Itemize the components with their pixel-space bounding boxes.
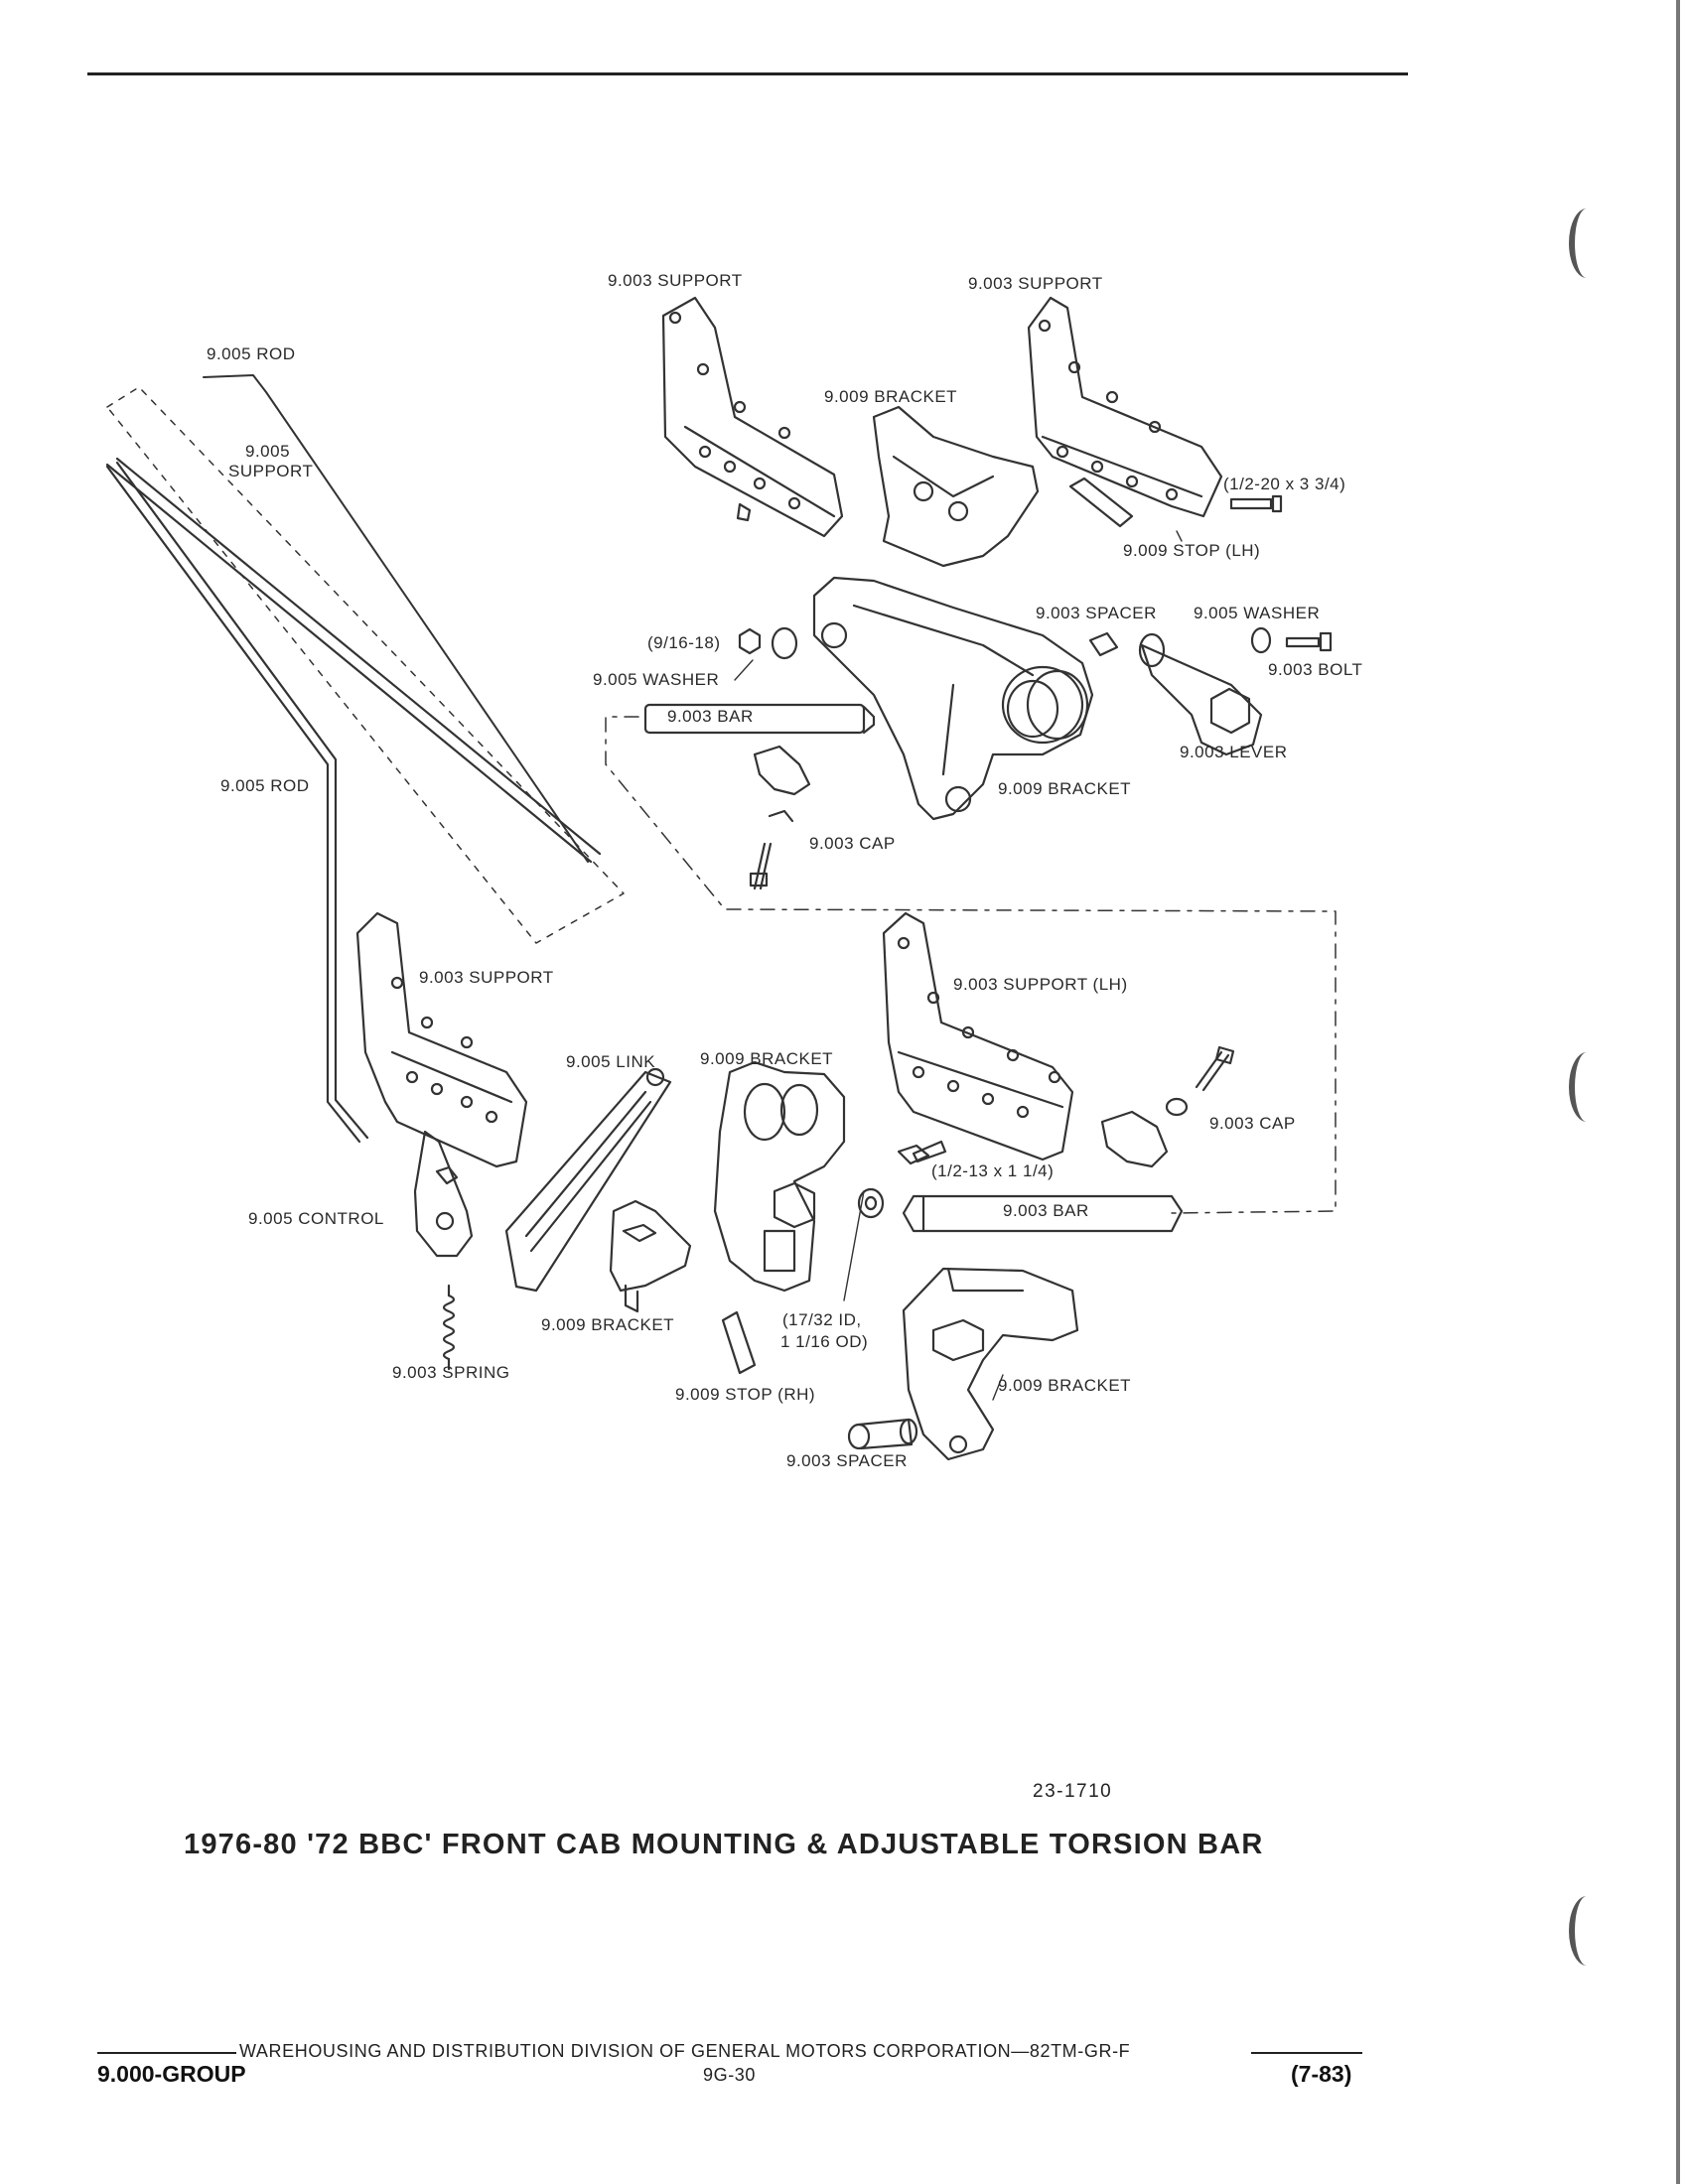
label-lever: 9.003 LEVER (1180, 743, 1288, 761)
label-washer-top: 9.005 WASHER (1194, 604, 1321, 622)
support-plate-lh (882, 911, 1074, 1161)
label-nut-size: (9/16-18) (647, 633, 721, 652)
label-spacer-top: 9.003 SPACER (1036, 604, 1157, 622)
label-bolt-size-top: (1/2-20 x 3 3/4) (1223, 475, 1346, 493)
link (504, 1067, 672, 1293)
bolt-top-right (1229, 494, 1283, 513)
washer-lower (857, 1187, 885, 1219)
page-title: 1976-80 '72 BBC' FRONT CAB MOUNTING & AD… (184, 1829, 1264, 1860)
bracket-small (609, 1199, 692, 1313)
label-bar-top: 9.003 BAR (667, 707, 754, 726)
label-link: 9.005 LINK (566, 1052, 656, 1071)
label-spacer-bottom: 9.003 SPACER (786, 1451, 908, 1470)
label-control: 9.005 CONTROL (248, 1209, 384, 1228)
torsion-bar-top (643, 703, 876, 735)
nut-washer-top (738, 626, 798, 660)
figure-number: 23-1710 (1033, 1781, 1113, 1802)
label-support-top-right: 9.003 SUPPORT (968, 274, 1103, 293)
label-rod-top: 9.005 ROD (207, 344, 296, 363)
label-bracket-top: 9.009 BRACKET (824, 387, 958, 406)
footer-division: WAREHOUSING AND DISTRIBUTION DIVISION OF… (239, 2041, 1131, 2061)
label-spring: 9.003 SPRING (392, 1363, 510, 1382)
stop-rh (721, 1310, 757, 1375)
spacer-bottom (847, 1418, 918, 1450)
label-bracket-mid: 9.009 BRACKET (998, 779, 1132, 798)
support-plate-mid-left (355, 911, 528, 1168)
label-cap-top: 9.003 CAP (809, 834, 896, 853)
label-washer-size: (17/32 ID, (782, 1310, 862, 1329)
label-bracket-bottom: 9.009 BRACKET (998, 1376, 1132, 1395)
torsion-bar-lower (902, 1194, 1184, 1233)
stop-lh (1068, 477, 1134, 528)
label-bolt: 9.003 BOLT (1268, 660, 1363, 679)
label-washer-left: 9.005 WASHER (593, 670, 720, 689)
footer-date: (7-83) (1291, 2061, 1352, 2087)
bolt-lower (897, 1140, 947, 1165)
bracket-bottom (902, 1267, 1079, 1461)
label-rod-left: 9.005 ROD (220, 776, 310, 795)
label-bolt-size-lower: (1/2-13 x 1 1/4) (931, 1161, 1055, 1180)
binder-ring-bottom (1569, 1896, 1605, 1966)
header-rule (87, 72, 1408, 75)
torsion-rod-long (105, 374, 602, 864)
control-rod (105, 461, 369, 1144)
label-support-005-b: SUPPORT (228, 462, 314, 480)
label-support-lh: 9.003 SUPPORT (LH) (953, 975, 1128, 994)
support-plate-top-right (1027, 296, 1223, 518)
label-support-mid: 9.003 SUPPORT (419, 968, 554, 987)
lever-right (1140, 643, 1263, 756)
label-support-top-left: 9.003 SUPPORT (608, 271, 743, 290)
bracket-lower (713, 1060, 846, 1293)
binder-ring-top (1569, 208, 1605, 278)
label-stop-rh: 9.009 STOP (RH) (675, 1385, 816, 1404)
bracket-top (872, 405, 1040, 568)
footer-rule-right (1251, 2052, 1362, 2054)
dashed-leader-main (605, 716, 1337, 1214)
footer-rule-left (97, 2052, 236, 2054)
control-arm (413, 1130, 474, 1258)
label-stop-lh: 9.009 STOP (LH) (1123, 541, 1261, 560)
label-bracket-lower: 9.009 BRACKET (700, 1049, 834, 1068)
footer-group: 9.000-GROUP (97, 2061, 246, 2087)
bracket-large (812, 576, 1094, 821)
spacer-washer-bolt (1088, 626, 1333, 668)
support-plate-top-left (661, 296, 844, 538)
label-bar-lower: 9.003 BAR (1003, 1201, 1089, 1220)
label-cap-right: 9.003 CAP (1209, 1114, 1296, 1133)
rod-dashed-outline (106, 386, 625, 944)
page-edge (1676, 0, 1680, 2184)
cap-top (749, 745, 811, 890)
footer-page-number: 9G-30 (703, 2065, 757, 2085)
binder-ring-mid (1569, 1052, 1605, 1122)
spring (442, 1284, 456, 1371)
label-bracket-small: 9.009 BRACKET (541, 1315, 675, 1334)
cap-right (1100, 1045, 1235, 1168)
label-washer-size-b: 1 1/16 OD) (780, 1332, 869, 1351)
label-support-005: 9.005 (245, 442, 291, 461)
leader-lines (734, 530, 1183, 1401)
